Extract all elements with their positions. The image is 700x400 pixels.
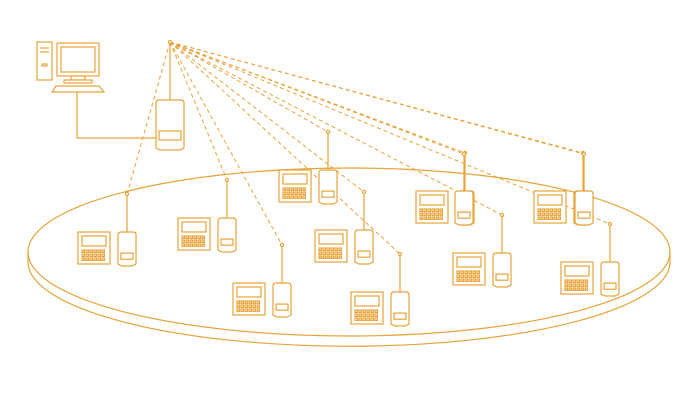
keypad-terminal-icon [177,217,211,251]
desktop-computer-icon [36,41,106,93]
remote-unit [278,129,338,205]
remote-units [77,129,620,327]
remote-unit [77,191,137,267]
remote-unit [232,242,292,318]
wireless-link [169,41,585,155]
wireless-link [169,41,611,225]
radio-transceiver-icon [574,151,594,226]
remote-unit [452,212,512,288]
remote-unit-radio [574,151,594,226]
keypad-terminal-icon [560,261,594,295]
radio-transceiver-icon [354,189,374,265]
wireless-link [126,41,171,195]
site-platform [27,167,671,347]
keypad-terminal-icon [232,282,266,316]
remote-unit-radio [454,151,474,226]
wireless-link [169,41,329,133]
keypad-terminal-icon [533,190,567,224]
radio-transceiver-icon [454,151,474,226]
radio-transceiver-icon [492,212,512,288]
remote-unit [350,251,410,327]
wireless-link [169,41,283,246]
wireless-link [169,41,465,155]
keypad-terminal-icon [350,291,384,325]
radio-transceiver-icon [272,242,292,318]
wireless-link [169,41,503,216]
platform-rim [27,252,671,347]
wireless-link [169,41,401,255]
remote-unit [314,189,374,265]
keypad-terminal-icon [415,190,449,224]
radio-transceiver-icon [600,221,620,297]
keypad-terminal-icon [314,229,348,263]
wireless-links [126,41,611,255]
radio-transceiver-icon [390,251,410,327]
radio-transceiver-icon [117,191,137,267]
keypad-terminal-icon [452,252,486,286]
wireless-link [169,41,466,154]
wired-link [76,92,156,139]
radio-transceiver-icon [318,129,338,205]
keypad-terminal-icon [278,169,312,203]
wireless-link [169,41,228,181]
keypad-terminal-icon [77,231,111,265]
radio-transceiver-icon [217,177,237,253]
radio-transceiver-icon [155,39,185,151]
platform-top [27,167,671,337]
wireless-link [169,41,365,193]
host-computer [36,41,106,93]
base-station [155,39,185,151]
remote-unit [177,177,237,253]
remote-unit [560,221,620,297]
